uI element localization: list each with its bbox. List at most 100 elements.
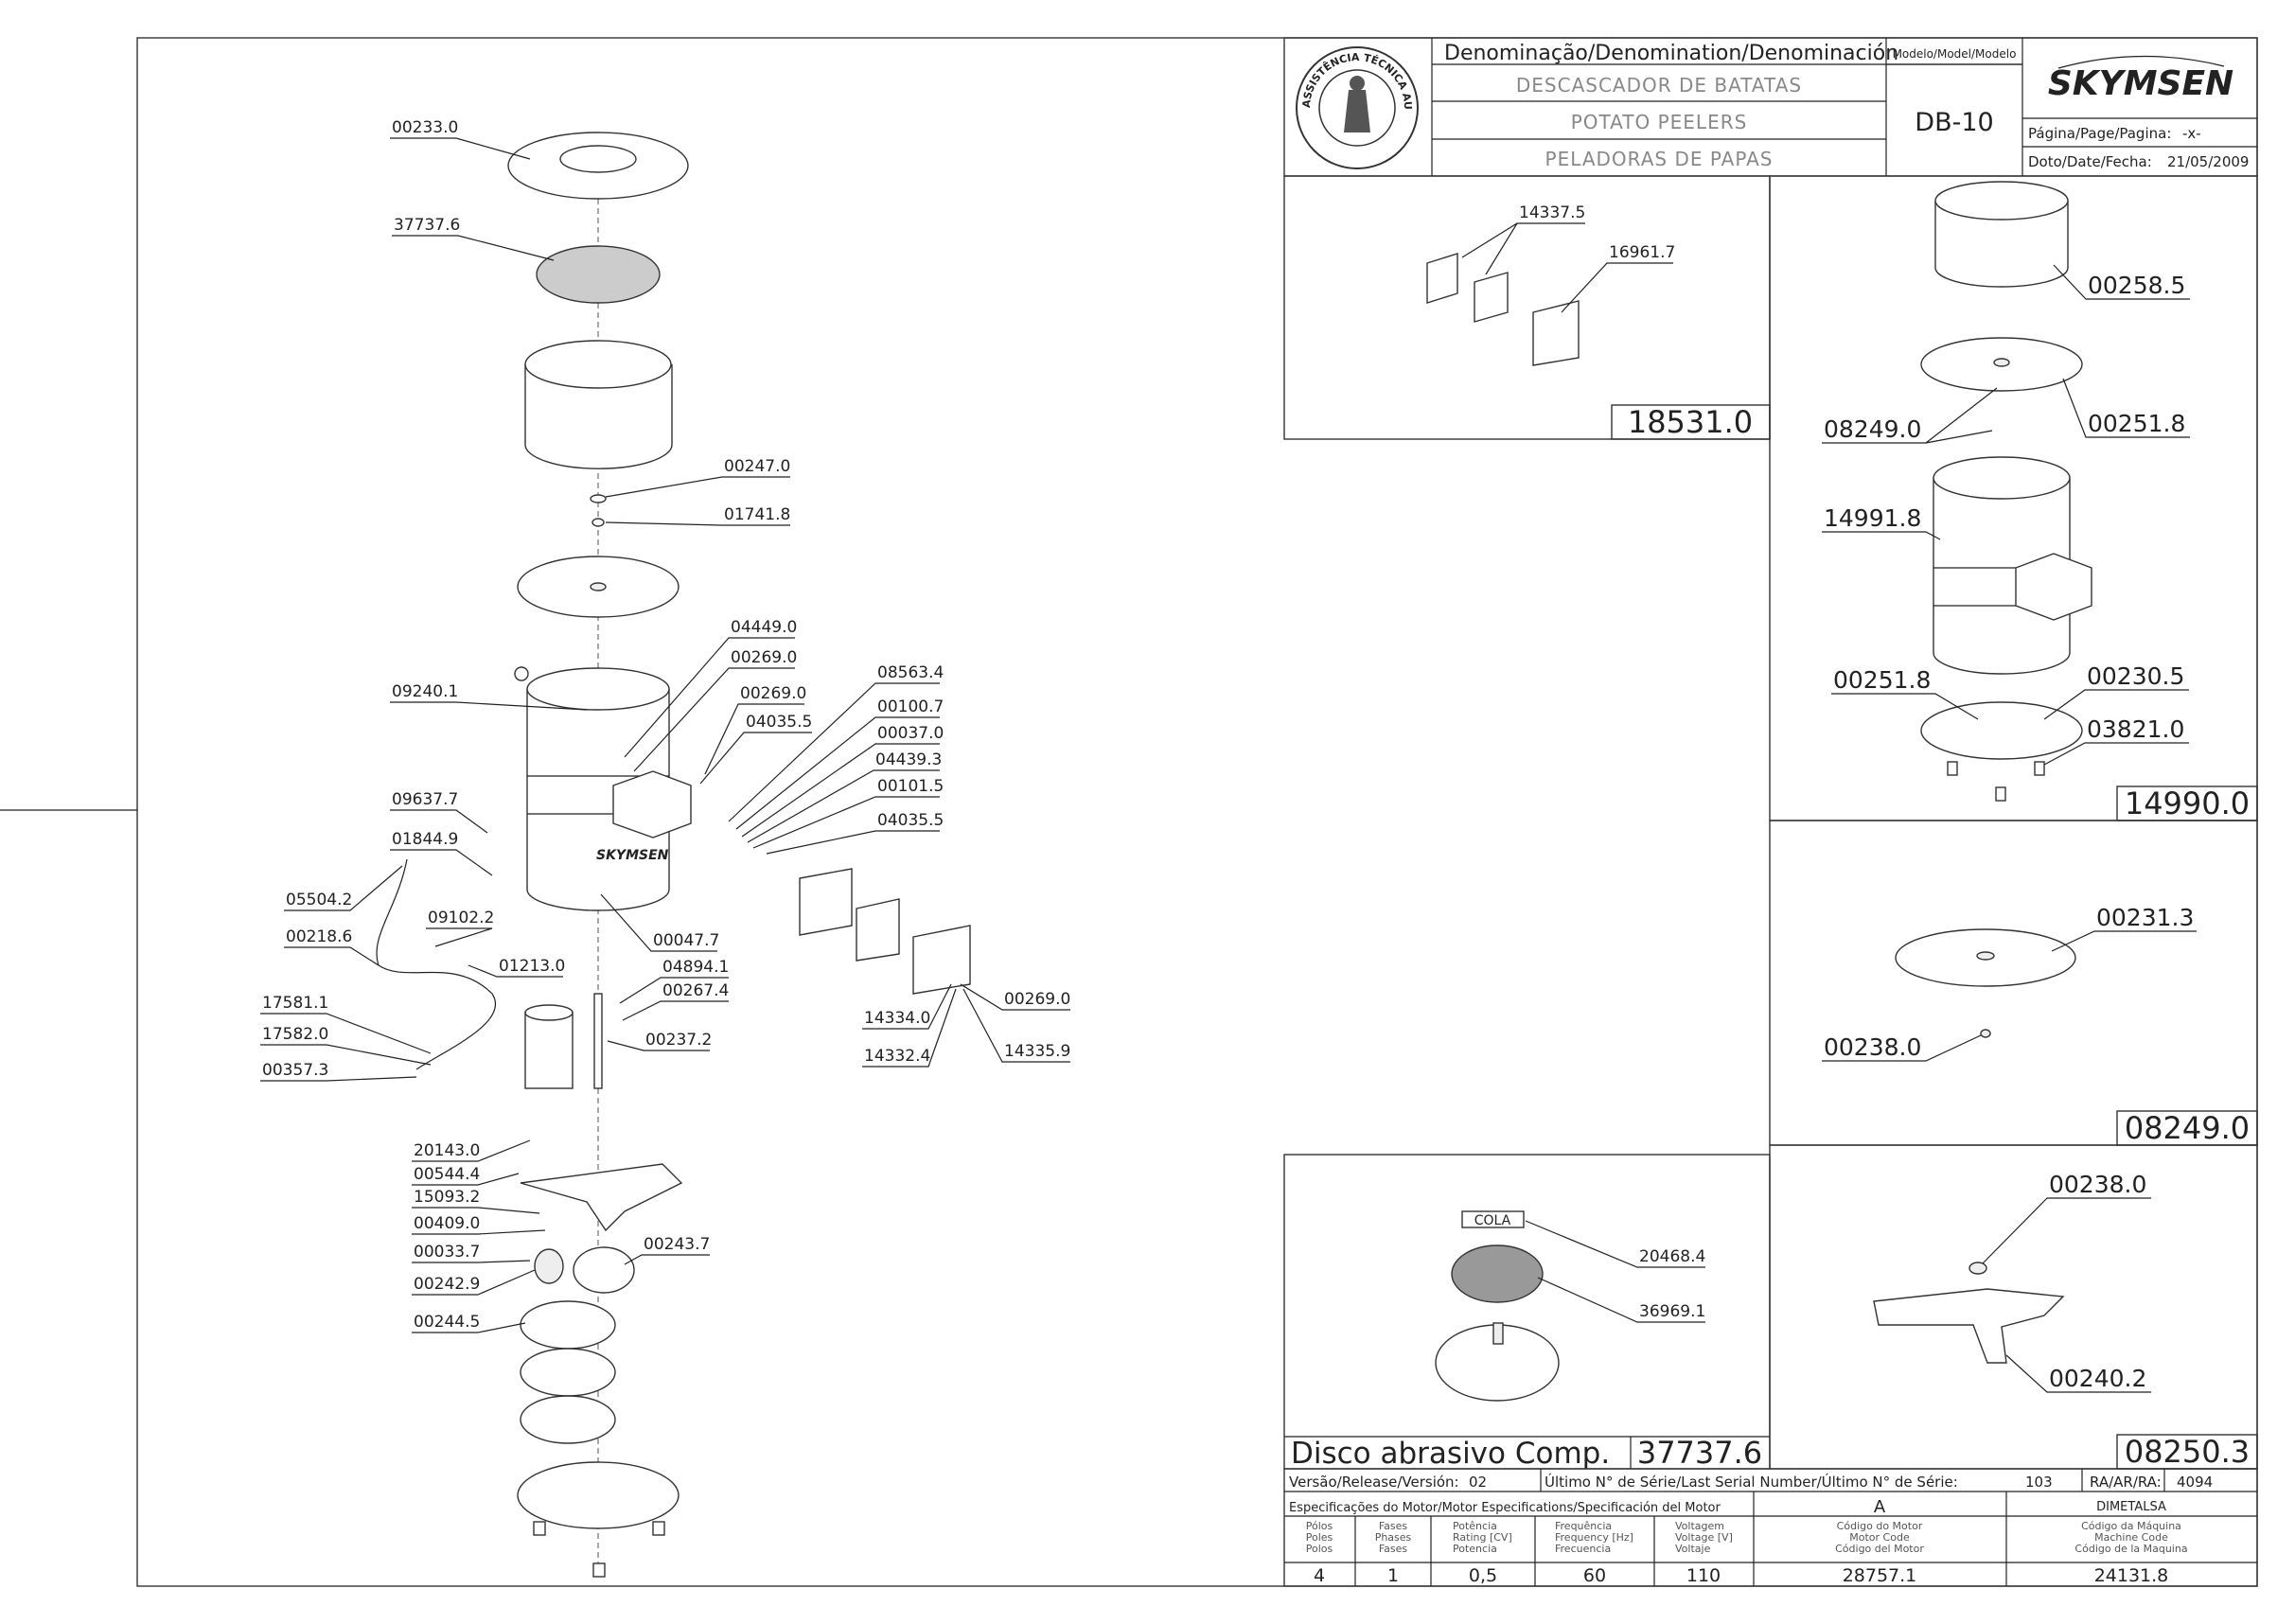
label-09240-1: 09240.1 [390, 682, 588, 711]
svg-text:00233.0: 00233.0 [392, 118, 458, 137]
svg-text:04449.0: 04449.0 [731, 618, 797, 637]
svg-text:00101.5: 00101.5 [877, 777, 944, 796]
svg-text:20143.0: 20143.0 [414, 1141, 480, 1160]
label-00231-3: 00231.3 [2096, 904, 2194, 931]
svg-text:Código de la Maquina: Código de la Maquina [2074, 1543, 2187, 1555]
box-number-37737: 37737.6 [1637, 1435, 1762, 1471]
date-label: Doto/Date/Fecha: [2028, 153, 2152, 170]
drum-body-part [526, 689, 670, 911]
svg-text:00242.9: 00242.9 [414, 1275, 480, 1294]
label-09102-2: 09102.2 [426, 909, 494, 947]
label-14332-4: 14332.4 [862, 988, 957, 1068]
box-08249: 00231.3 00238.0 08249.0 [1769, 820, 2258, 1146]
blade-holder-part [1532, 300, 1580, 366]
label-04449-0: 04449.0 [624, 618, 797, 758]
label-01213-0: 01213.0 [468, 957, 565, 978]
belt-part [520, 1395, 616, 1444]
box-18531: 14337.5 16961.7 18531.0 [1283, 175, 1771, 440]
label-01741-8: 01741.8 [605, 505, 790, 526]
label-00247-0: 00247.0 [605, 457, 790, 498]
label-00230-5: 00230.5 [2087, 662, 2184, 690]
name-es: PELADORAS DE PAPAS [1545, 148, 1774, 170]
label-03821-0: 03821.0 [2087, 715, 2184, 743]
svg-text:00267.4: 00267.4 [662, 981, 729, 1000]
svg-text:04035.5: 04035.5 [746, 713, 812, 732]
svg-text:00218.6: 00218.6 [286, 927, 352, 946]
motor-letter: A [1874, 1497, 1886, 1517]
svg-text:14332.4: 14332.4 [864, 1047, 930, 1066]
abrasive-disc-part [536, 245, 661, 304]
drum-part [1933, 478, 2071, 675]
svg-text:00544.4: 00544.4 [414, 1165, 480, 1184]
ra-label: RA/AR/RA: [2090, 1474, 2162, 1491]
svg-text:Machine Code: Machine Code [2094, 1531, 2168, 1544]
svg-text:04035.5: 04035.5 [877, 811, 944, 830]
svg-text:Frequency [Hz]: Frequency [Hz] [1555, 1531, 1633, 1544]
label-00237-2: 00237.2 [607, 1031, 712, 1051]
blade-part [1474, 272, 1509, 323]
label-00251-8-a: 00251.8 [2088, 410, 2185, 437]
svg-text:15093.2: 15093.2 [414, 1188, 480, 1207]
machine-code-value: 24131.8 [2094, 1565, 2169, 1586]
model-heading: Modelo/Model/Modelo [1893, 47, 2017, 61]
label-17581-1: 17581.1 [260, 994, 432, 1054]
label-00238-0: 00238.0 [1824, 1033, 1921, 1061]
outlet-chute-part [612, 770, 692, 838]
col-voltage-header: Voltagem Voltage [V] Voltaje [1675, 1520, 1733, 1555]
label-14334-0: 14334.0 [862, 983, 952, 1030]
svg-text:00409.0: 00409.0 [414, 1214, 480, 1233]
label-36969-1: 36969.1 [1639, 1302, 1705, 1321]
svg-text:00244.5: 00244.5 [414, 1313, 480, 1332]
main-exploded-view: SKYMSEN [376, 132, 971, 1580]
blade-part [1426, 253, 1458, 304]
ra-value: 4094 [2177, 1474, 2213, 1491]
svg-text:37737.6: 37737.6 [394, 216, 460, 235]
serial-label: Último N° de Série/Last Serial Number/Úl… [1545, 1473, 1958, 1491]
nut-part [591, 518, 605, 527]
svg-text:01844.9: 01844.9 [392, 830, 458, 849]
motor-code-value: 28757.1 [1843, 1565, 1917, 1586]
col-poles-header: Pólos Poles Polos [1306, 1520, 1333, 1555]
svg-text:00357.3: 00357.3 [262, 1061, 328, 1080]
cola-tag [1461, 1210, 1525, 1228]
version-value: 02 [1469, 1474, 1487, 1491]
label-00240-2: 00240.2 [2049, 1365, 2146, 1392]
svg-text:04439.3: 04439.3 [875, 750, 942, 769]
blade-holder-part [912, 925, 971, 995]
splash-ring-part [524, 364, 673, 469]
date-value: 21/05/2009 [2167, 153, 2249, 170]
svg-text:00237.2: 00237.2 [645, 1031, 712, 1050]
label-04894-1: 04894.1 [619, 958, 729, 1004]
foot-part [533, 1521, 546, 1536]
svg-text:00033.7: 00033.7 [414, 1243, 480, 1262]
box-37737: COLA 20468.4 36969.1 Disco abrasivo Comp… [1283, 1154, 1771, 1471]
label-37737-6: 37737.6 [392, 216, 555, 261]
drum-logo: SKYMSEN [596, 848, 669, 863]
svg-text:Motor Code: Motor Code [1849, 1531, 1910, 1544]
label-00037-0: 00037.0 [741, 724, 944, 838]
col-frequency-header: Frequência Frequency [Hz] Frecuencia [1555, 1520, 1633, 1555]
service-seal-logo: ASSISTÊNCIA TÉCNICA AUTORIZADA [0, 0, 1419, 169]
svg-text:Fases: Fases [1379, 1520, 1408, 1532]
svg-text:08563.4: 08563.4 [877, 663, 944, 682]
manufacturer: DIMETALSA [2096, 1500, 2166, 1514]
svg-text:00247.0: 00247.0 [724, 457, 790, 476]
svg-text:00047.7: 00047.7 [653, 931, 719, 950]
svg-text:00269.0: 00269.0 [740, 684, 806, 703]
splash-ring-top [524, 340, 672, 389]
label-00242-9: 00242.9 [412, 1269, 536, 1296]
svg-text:09637.7: 09637.7 [392, 790, 458, 809]
box-title-37737: Disco abrasivo Comp. [1291, 1437, 1610, 1471]
label-14337-5: 14337.5 [1519, 203, 1585, 222]
denomination-heading: Denominação/Denomination/Denominación [1444, 42, 1898, 65]
svg-text:Poles: Poles [1306, 1531, 1333, 1544]
box-08250: 00238.0 00240.2 08250.3 [1769, 1144, 2258, 1470]
label-00258-5: 00258.5 [2088, 272, 2185, 299]
label-04035-5-a: 04035.5 [699, 713, 812, 785]
label-00267-4: 00267.4 [622, 981, 729, 1021]
box-number-14990: 14990.0 [2125, 786, 2250, 821]
cable-part [376, 858, 496, 1070]
svg-text:00269.0: 00269.0 [1004, 990, 1070, 1009]
motor-spec-title: Especificações do Motor/Motor Especifica… [1289, 1501, 1721, 1515]
svg-text:05504.2: 05504.2 [286, 891, 352, 909]
